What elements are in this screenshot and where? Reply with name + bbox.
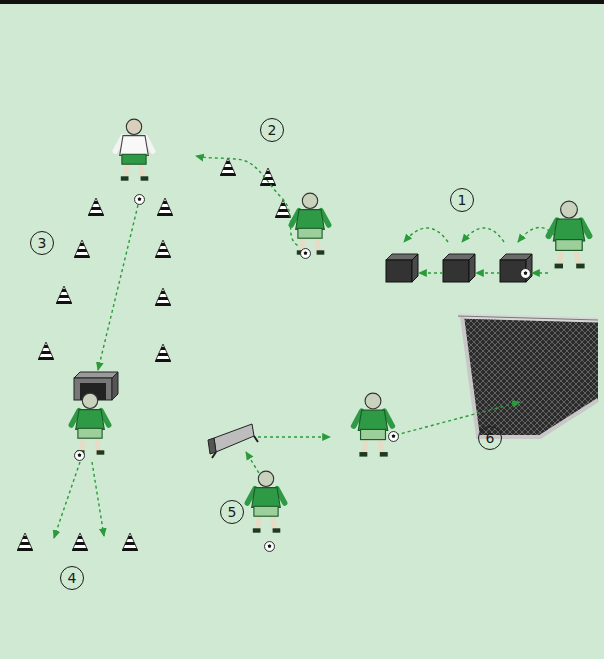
- cones: [17, 158, 291, 551]
- goal: [458, 316, 598, 437]
- top-border: [0, 0, 604, 4]
- callout-number: 1: [450, 188, 474, 212]
- rebound-board: [208, 424, 258, 458]
- callout-number: 2: [260, 118, 284, 142]
- callout-number: 6: [478, 426, 502, 450]
- callout-number: 3: [30, 231, 54, 255]
- callout-number: 4: [60, 566, 84, 590]
- players: [71, 119, 589, 533]
- callout-number: 5: [220, 500, 244, 524]
- balls: [75, 195, 531, 552]
- hurdles: [386, 254, 532, 282]
- movement-paths: [54, 156, 558, 538]
